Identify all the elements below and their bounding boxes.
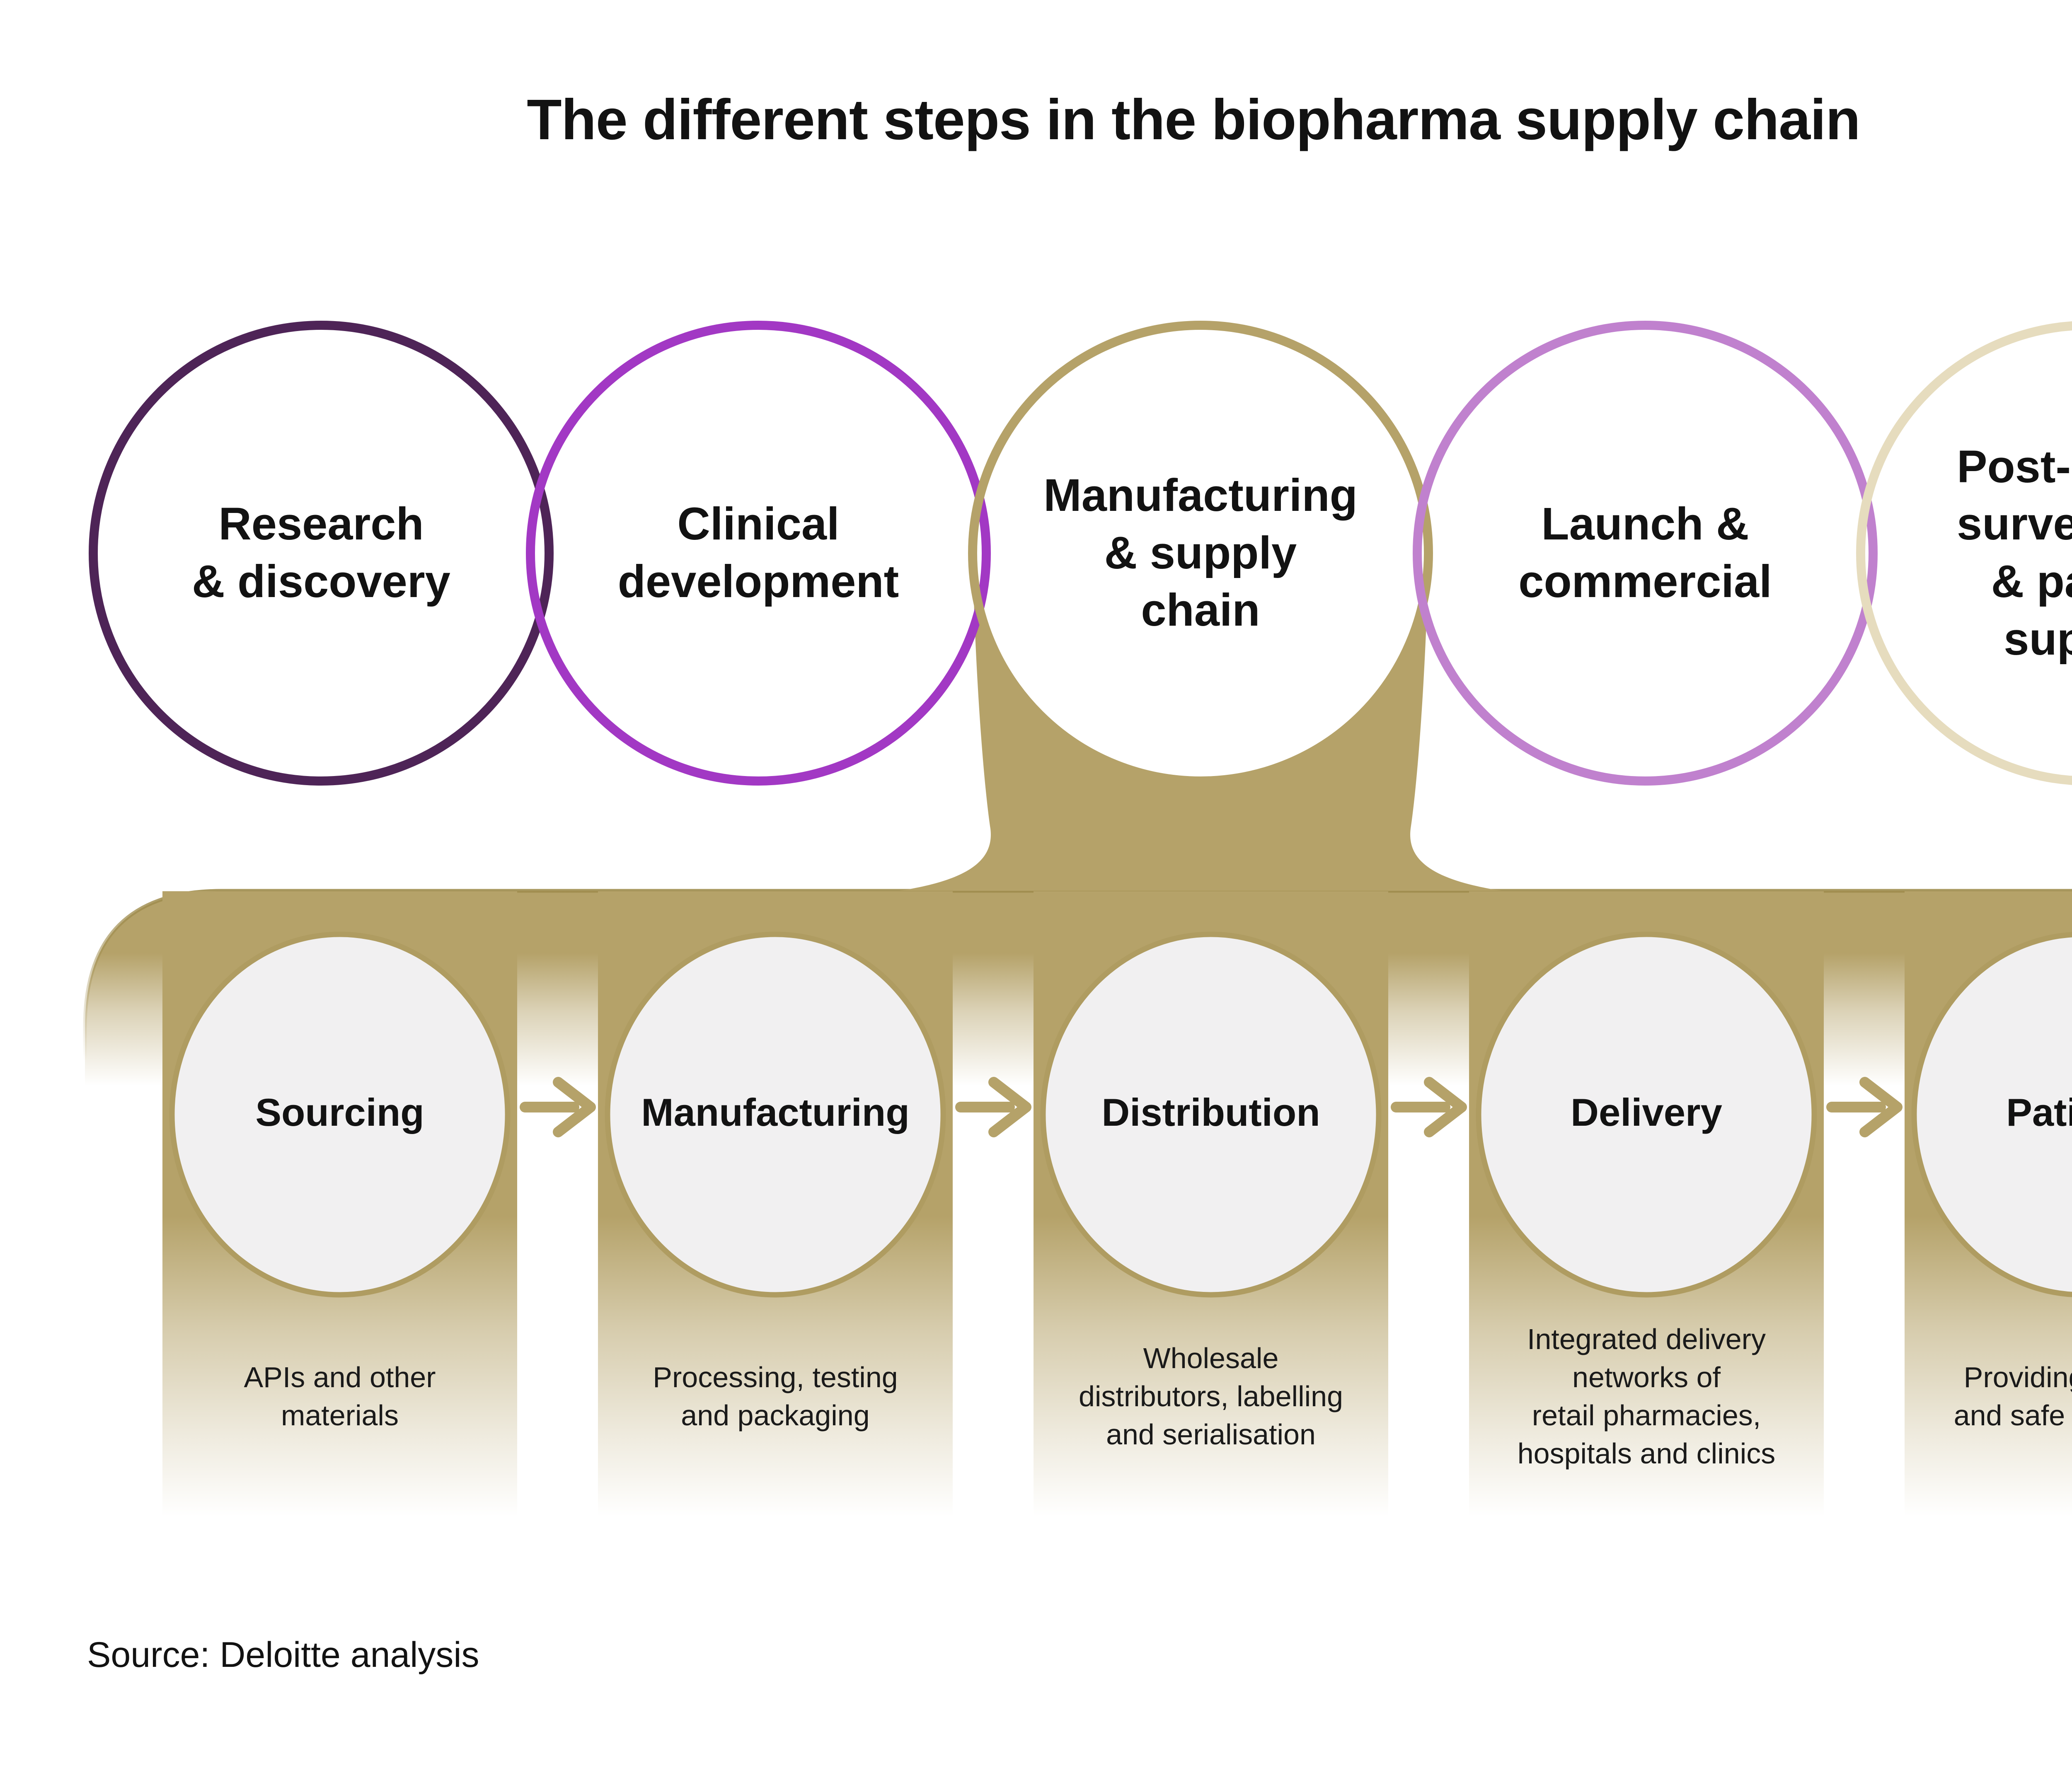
flow-node-label-manufacturing: Manufacturing bbox=[598, 1077, 953, 1148]
arrow-right-icon bbox=[955, 1077, 1031, 1137]
flow-node-label-distribution: Distribution bbox=[1034, 1077, 1388, 1148]
flow-node-label-text: Patients bbox=[2006, 1091, 2072, 1134]
stage-label-text: Clinical development bbox=[617, 498, 899, 607]
flow-description-text: Providing effective and safe treatments bbox=[1953, 1361, 2072, 1432]
flow-node-label-sourcing: Sourcing bbox=[162, 1077, 517, 1148]
flow-description-text: Integrated delivery networks of retail p… bbox=[1517, 1323, 1776, 1470]
stage-label-post-market: Post-market surveillance & patient suppo… bbox=[1915, 416, 2072, 690]
flow-description-delivery: Integrated delivery networks of retail p… bbox=[1439, 1320, 1854, 1473]
flow-node-label-text: Distribution bbox=[1101, 1091, 1320, 1134]
flow-node-circle bbox=[169, 931, 511, 1298]
flow-description-text: APIs and other materials bbox=[244, 1361, 436, 1432]
page-title: The different steps in the biopharma sup… bbox=[527, 88, 1860, 152]
flow-description-text: Processing, testing and packaging bbox=[653, 1361, 898, 1432]
stage-circle-launch-commercial bbox=[1413, 321, 1878, 786]
flow-node-circle bbox=[1040, 931, 1382, 1298]
flow-node-label-text: Delivery bbox=[1571, 1091, 1722, 1134]
stage-label-research-discovery: Research & discovery bbox=[147, 416, 495, 690]
flow-node-circle bbox=[605, 931, 946, 1298]
stage-label-text: Manufacturing & supply chain bbox=[1043, 470, 1358, 636]
stage-label-launch-commercial: Launch & commercial bbox=[1471, 416, 1819, 690]
flow-description-distribution: Wholesale distributors, labelling and se… bbox=[1004, 1339, 1418, 1453]
arrow-right-icon bbox=[1826, 1077, 1903, 1137]
stage-circle-manufacturing-supply bbox=[968, 321, 1433, 786]
stage-label-manufacturing-supply: Manufacturing & supply chain bbox=[1026, 416, 1375, 690]
flow-description-sourcing: APIs and other materials bbox=[133, 1358, 547, 1434]
flow-node-label-text: Manufacturing bbox=[641, 1091, 910, 1134]
stage-circle-clinical-development bbox=[526, 321, 991, 786]
stage-label-clinical-development: Clinical development bbox=[584, 416, 932, 690]
flow-node-circle bbox=[1911, 932, 2072, 1297]
stage-circle-post-market bbox=[1856, 321, 2072, 785]
stage-label-text: Research & discovery bbox=[192, 498, 450, 607]
flow-node-label-delivery: Delivery bbox=[1469, 1077, 1824, 1148]
arrow-right-icon bbox=[520, 1077, 596, 1137]
flow-node-circle bbox=[1476, 931, 1817, 1298]
funnel-shape bbox=[899, 553, 1502, 891]
stage-label-text: Post-market surveillance & patient suppo… bbox=[1957, 441, 2072, 665]
flow-description-patients: Providing effective and safe treatments bbox=[1875, 1358, 2072, 1434]
flow-node-label-text: Sourcing bbox=[255, 1091, 424, 1134]
flow-node-label-patients: Patients bbox=[1905, 1077, 2072, 1148]
arrow-right-icon bbox=[1391, 1077, 1467, 1137]
source-note: Source: Deloitte analysis bbox=[87, 1635, 479, 1675]
stage-circle-research-discovery bbox=[89, 321, 554, 786]
flow-description-manufacturing: Processing, testing and packaging bbox=[568, 1358, 983, 1434]
flow-description-text: Wholesale distributors, labelling and se… bbox=[1078, 1342, 1343, 1451]
stage-label-text: Launch & commercial bbox=[1518, 498, 1772, 607]
